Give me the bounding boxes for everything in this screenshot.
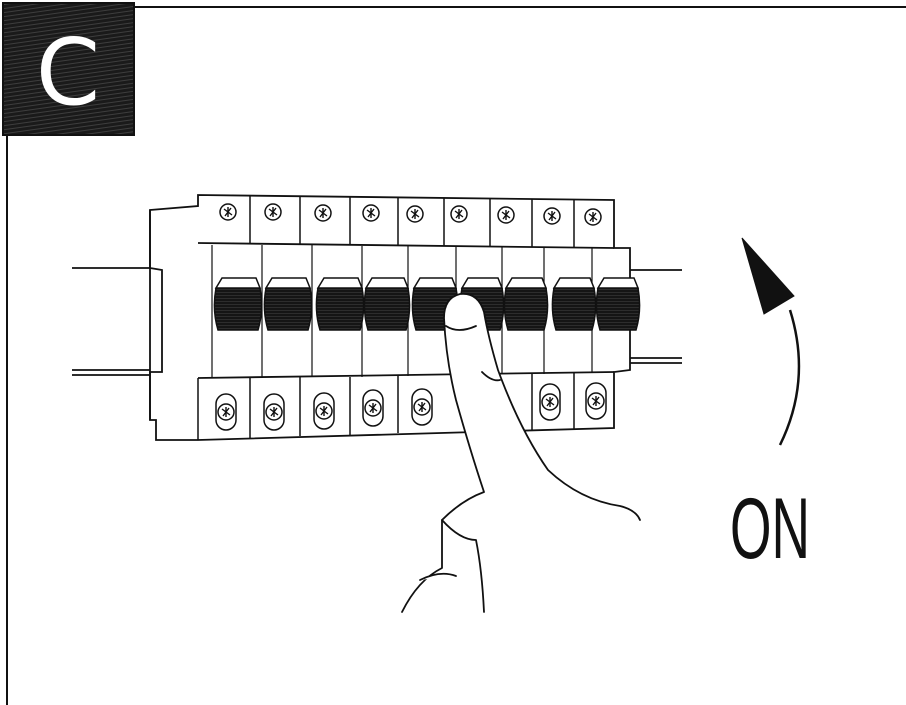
panel-frame xyxy=(6,6,906,705)
hand-icon xyxy=(401,292,641,613)
step-badge: C xyxy=(2,2,135,136)
toggle-levers xyxy=(213,277,641,331)
screw-icon xyxy=(539,383,561,421)
top-terminal-dividers xyxy=(249,196,575,248)
bottom-terminal-screws xyxy=(215,382,607,431)
toggle-lever xyxy=(363,277,411,331)
toggle-lever xyxy=(315,277,365,331)
screw-icon xyxy=(450,205,468,223)
screw-icon xyxy=(264,203,282,221)
step-letter: C xyxy=(36,19,100,126)
curved-up-arrow-icon xyxy=(741,237,801,446)
toggle-lever xyxy=(551,277,597,331)
toggle-lever xyxy=(595,277,641,331)
screw-icon xyxy=(543,207,561,225)
on-label: ON xyxy=(730,481,810,577)
screw-icon xyxy=(584,208,602,226)
toggle-lever xyxy=(503,277,549,331)
screw-icon xyxy=(362,389,384,427)
toggle-lever xyxy=(213,277,263,331)
screw-icon xyxy=(263,393,285,431)
din-rail xyxy=(72,267,682,376)
screw-icon xyxy=(362,204,380,222)
screw-icon xyxy=(585,382,607,420)
bottom-terminal-dividers xyxy=(197,373,575,440)
screw-icon xyxy=(215,393,237,431)
screw-icon xyxy=(314,204,332,222)
screw-icon xyxy=(497,206,515,224)
toggle-lever xyxy=(263,277,313,331)
screw-icon xyxy=(406,205,424,223)
screw-icon xyxy=(219,203,237,221)
screw-icon xyxy=(411,388,433,426)
top-terminal-screws xyxy=(219,203,602,226)
screw-icon xyxy=(313,392,335,430)
